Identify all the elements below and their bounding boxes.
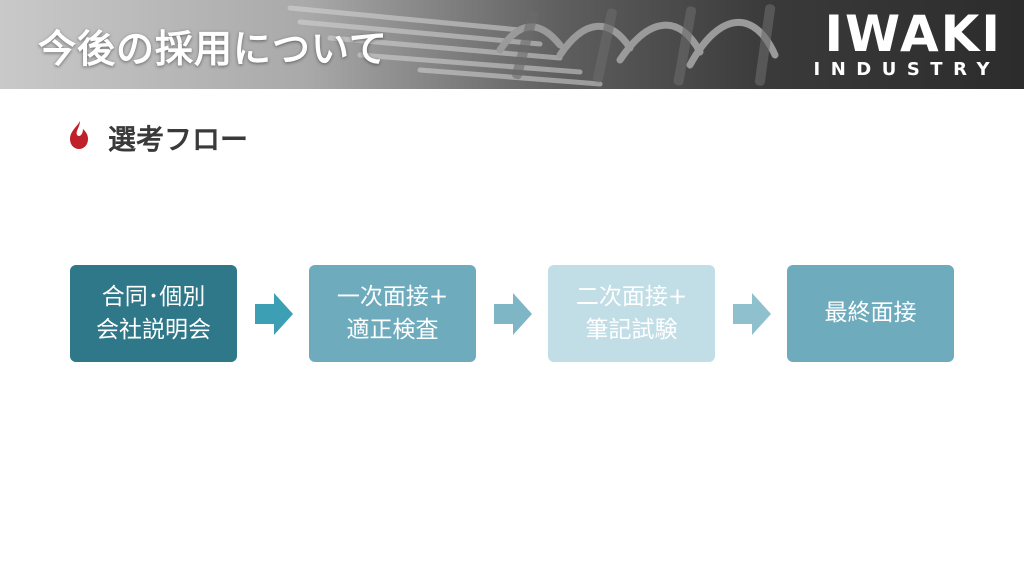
flow-step-label: 一次面接+ 適正検査 — [336, 283, 449, 343]
wrench-photo-background — [287, 4, 779, 87]
section-title: 選考フロー — [108, 123, 249, 156]
flow-step-final-interview: 最終面接 — [787, 265, 954, 362]
logo-main-text: IWAKI — [824, 5, 1002, 63]
arrow-right-icon — [733, 293, 771, 335]
flow-step-label: 二次面接+ 筆記試験 — [575, 283, 688, 343]
header-banner: 今後の採用について IWAKI INDUSTRY — [0, 0, 1024, 89]
arrow-right-icon — [494, 293, 532, 335]
page-title: 今後の採用について — [38, 27, 388, 71]
flow-step-first-interview: 一次面接+ 適正検査 — [309, 265, 476, 362]
flow-step-label: 最終面接 — [824, 300, 917, 326]
flame-bullet-icon — [70, 121, 88, 149]
logo-sub-text: INDUSTRY — [813, 59, 1000, 80]
flow-step-company-briefing: 合同･個別 会社説明会 — [70, 265, 237, 362]
flow-step-label: 合同･個別 会社説明会 — [96, 283, 211, 343]
arrow-right-icon — [255, 293, 293, 335]
company-logo: IWAKI INDUSTRY — [792, 6, 1002, 86]
flow-step-second-interview: 二次面接+ 筆記試験 — [548, 265, 715, 362]
